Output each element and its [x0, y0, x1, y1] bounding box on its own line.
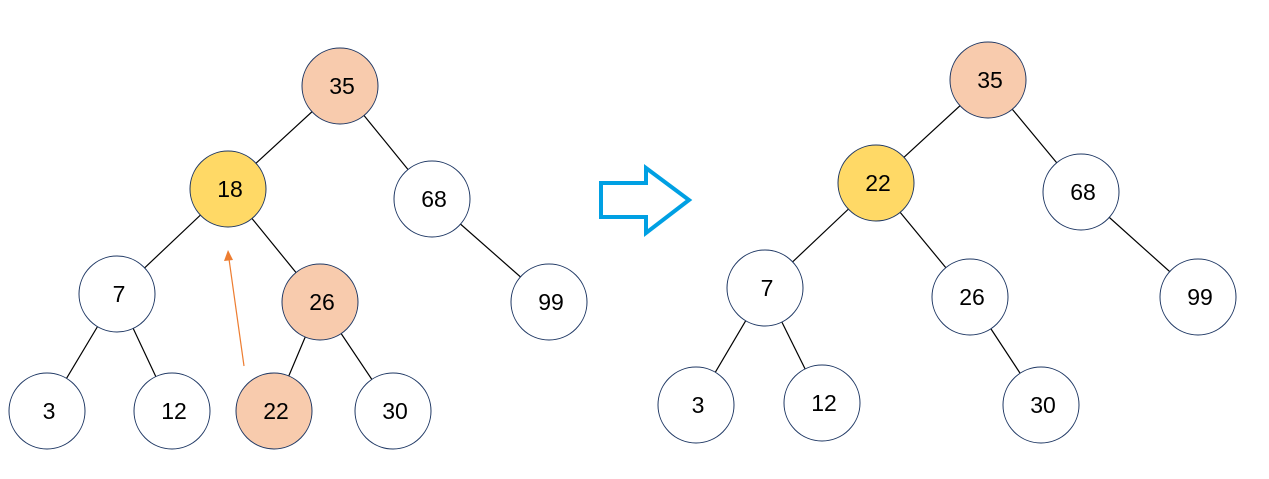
up-arrow-icon — [224, 250, 245, 367]
node-circle — [393, 160, 471, 238]
tree-node-after-22: 22 — [837, 144, 915, 222]
node-circle — [301, 47, 379, 125]
node-label: 7 — [113, 281, 126, 307]
node-circle — [949, 41, 1027, 119]
node-circle — [133, 372, 211, 450]
node-circle — [657, 366, 735, 444]
node-label: 30 — [382, 398, 408, 424]
node-label: 30 — [1030, 392, 1056, 418]
node-circle — [783, 364, 861, 442]
node-label: 22 — [263, 398, 289, 424]
node-circle — [78, 255, 156, 333]
node-circle — [1002, 366, 1080, 444]
tree-node-before-7: 7 — [78, 255, 156, 333]
node-circle — [931, 258, 1009, 336]
node-circle — [510, 263, 588, 341]
tree-node-after-30: 30 — [1002, 366, 1080, 444]
tree-node-before-30: 30 — [354, 372, 432, 450]
tree-node-before-3: 3 — [8, 372, 86, 450]
node-circle — [235, 372, 313, 450]
node-label: 12 — [161, 398, 187, 424]
node-circle — [189, 150, 267, 228]
tree-node-after-68: 68 — [1042, 153, 1120, 231]
node-label: 7 — [761, 275, 774, 301]
tree-node-after-99: 99 — [1159, 258, 1237, 336]
node-circle — [1042, 153, 1120, 231]
tree-node-before-99: 99 — [510, 263, 588, 341]
node-label: 68 — [1070, 179, 1096, 205]
tree-node-after-7: 7 — [726, 249, 804, 327]
tree-node-before-35: 35 — [301, 47, 379, 125]
node-label: 22 — [865, 170, 891, 196]
node-label: 68 — [421, 186, 447, 212]
node-label: 26 — [309, 289, 335, 315]
tree-node-before-12: 12 — [133, 372, 211, 450]
node-label: 3 — [692, 392, 705, 418]
node-label: 18 — [217, 176, 243, 202]
node-circle — [1159, 258, 1237, 336]
node-circle — [726, 249, 804, 327]
node-circle — [354, 372, 432, 450]
node-label: 12 — [811, 390, 837, 416]
node-label: 35 — [977, 67, 1003, 93]
node-label: 35 — [329, 73, 355, 99]
node-label: 26 — [959, 284, 985, 310]
tree-node-after-26: 26 — [931, 258, 1009, 336]
node-label: 99 — [538, 289, 564, 315]
node-circle — [8, 372, 86, 450]
node-label: 3 — [43, 398, 56, 424]
tree-node-after-12: 12 — [783, 364, 861, 442]
tree-node-after-3: 3 — [657, 366, 735, 444]
right-arrow-icon — [599, 164, 693, 238]
tree-node-before-18: 18 — [189, 150, 267, 228]
node-circle — [281, 263, 359, 341]
tree-node-before-68: 68 — [393, 160, 471, 238]
tree-node-before-26: 26 — [281, 263, 359, 341]
tree-node-before-22: 22 — [235, 372, 313, 450]
tree-node-after-35: 35 — [949, 41, 1027, 119]
node-label: 99 — [1187, 284, 1213, 310]
node-circle — [837, 144, 915, 222]
